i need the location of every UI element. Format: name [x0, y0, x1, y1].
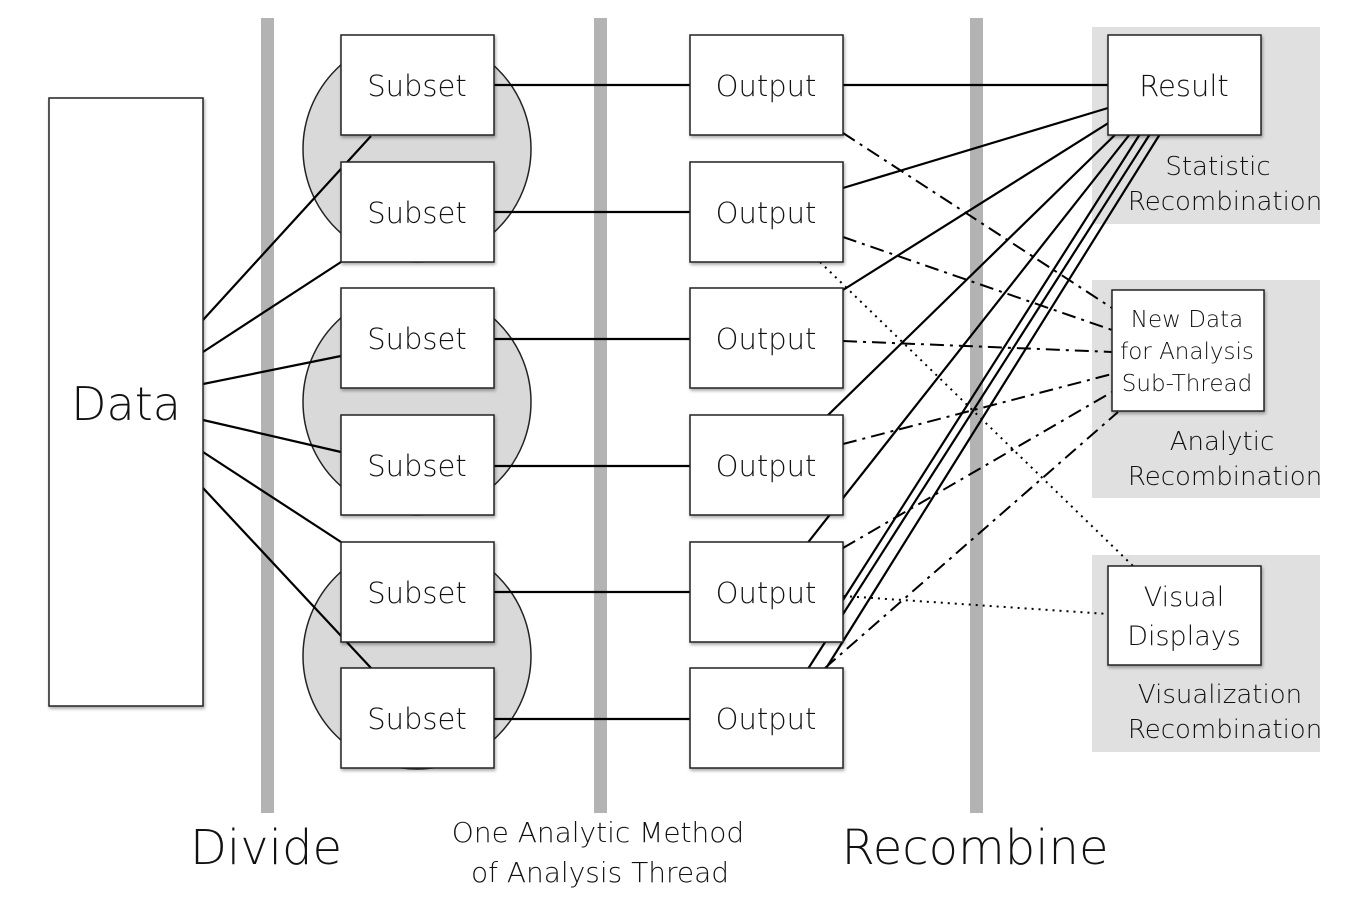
data-box-label: Data: [71, 377, 181, 431]
subset-label: Subset: [367, 702, 467, 736]
data-box: Data: [48, 97, 204, 707]
statistic-recombination-label: Statistic Recombination: [1128, 152, 1322, 217]
subset-box: Subset: [340, 541, 495, 643]
result-box: Result: [1107, 34, 1262, 136]
output-label: Output: [716, 702, 817, 736]
visualization-label-line-2: Recombination: [1128, 715, 1322, 745]
output-box: Output: [689, 541, 844, 643]
subset-label: Subset: [367, 322, 467, 356]
visualization-label-line-1: Visualization: [1138, 680, 1302, 710]
new-data-box: New Data for Analysis Sub-Thread: [1111, 289, 1265, 412]
visual-line-2: Displays: [1127, 621, 1241, 652]
subset-to-output-lines: [494, 83, 690, 721]
subset-label: Subset: [367, 69, 467, 103]
phase-divide-label: Divide: [190, 820, 342, 876]
output-to-result-lines: [805, 83, 1161, 673]
subset-boxes: Subset Subset Subset Subset Subset Subse…: [340, 34, 495, 769]
new-data-line-2: for Analysis: [1120, 339, 1254, 365]
subset-box: Subset: [340, 34, 495, 136]
output-to-visual-lines: [819, 261, 1134, 615]
output-box: Output: [689, 34, 844, 136]
output-to-newdata-lines: [824, 132, 1119, 669]
output-label: Output: [716, 449, 817, 483]
output-label: Output: [716, 69, 817, 103]
output-label: Output: [716, 196, 817, 230]
analytic-recombination-label: Analytic Recombination: [1128, 427, 1322, 492]
statistic-label-line-2: Recombination: [1128, 187, 1322, 217]
output-boxes: Output Output Output Output Output Outpu…: [689, 34, 844, 769]
new-data-line-3: Sub-Thread: [1122, 371, 1252, 397]
output-box: Output: [689, 161, 844, 263]
subset-label: Subset: [367, 196, 467, 230]
output-label: Output: [716, 576, 817, 610]
output-label: Output: [716, 322, 817, 356]
subset-box: Subset: [340, 161, 495, 263]
analytic-label-line-2: Recombination: [1128, 462, 1322, 492]
phase-method-line-2: of Analysis Thread: [471, 856, 729, 889]
visual-line-1: Visual: [1144, 582, 1225, 613]
output-box: Output: [689, 667, 844, 769]
subset-box: Subset: [340, 414, 495, 516]
subset-box: Subset: [340, 287, 495, 389]
phase-recombine-label: Recombine: [842, 820, 1109, 876]
output-box: Output: [689, 414, 844, 516]
analytic-label-line-1: Analytic: [1170, 427, 1275, 457]
divider-method: [594, 18, 607, 813]
divider-recombine: [970, 18, 983, 813]
statistic-label-line-1: Statistic: [1165, 152, 1270, 182]
subset-label: Subset: [367, 449, 467, 483]
phase-method-line-1: One Analytic Method: [452, 816, 744, 849]
visual-displays-box: Visual Displays: [1107, 565, 1262, 666]
divider-divide: [261, 18, 274, 813]
subset-box: Subset: [340, 667, 495, 769]
subset-label: Subset: [367, 576, 467, 610]
output-box: Output: [689, 287, 844, 389]
result-label: Result: [1139, 69, 1229, 103]
subset-group-circles: [302, 35, 532, 770]
visualization-recombination-label: Visualization Recombination: [1128, 680, 1322, 745]
new-data-line-1: New Data: [1131, 307, 1243, 333]
